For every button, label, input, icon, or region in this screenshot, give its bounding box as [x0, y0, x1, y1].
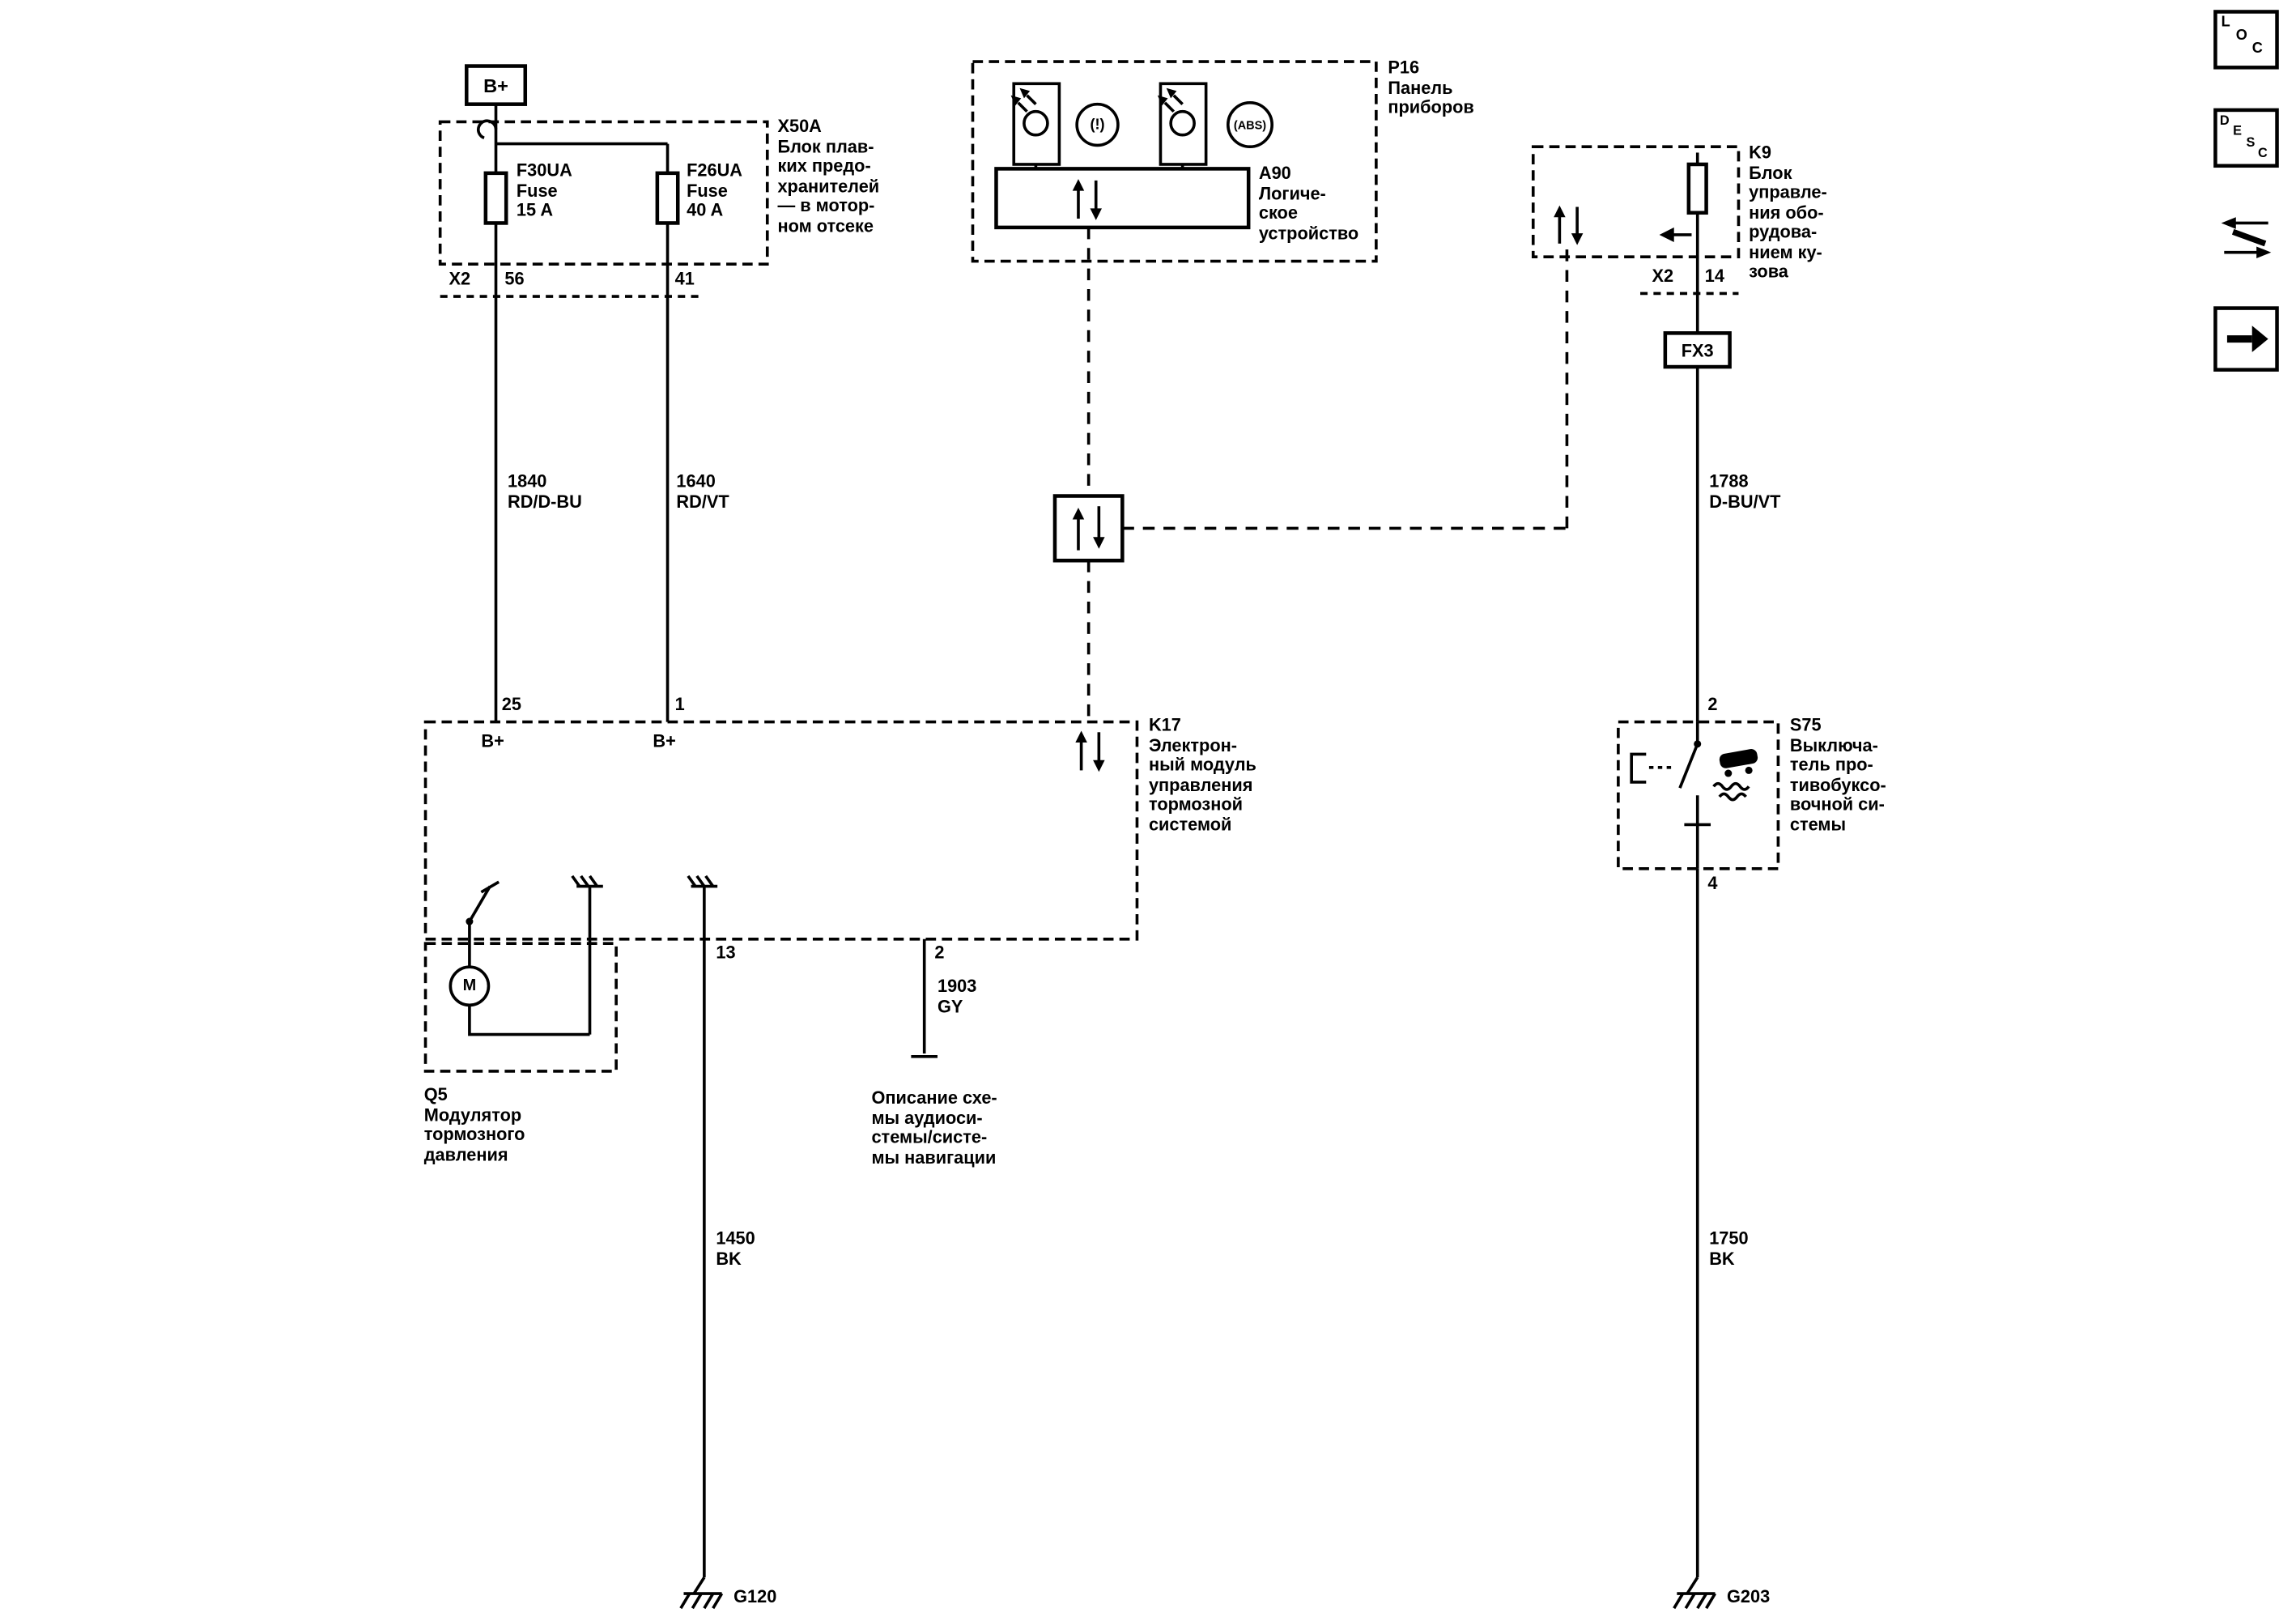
- g120-label: G120: [733, 1585, 777, 1607]
- serial-data-junction-box: [1052, 494, 1125, 563]
- internal-ground-icon: [687, 874, 718, 888]
- fuse-f30ua-label: F30UA Fuse 15 A: [516, 160, 572, 220]
- nav-loc-letter[interactable]: C: [2251, 40, 2263, 57]
- serial-data-link-lines: [1086, 227, 1569, 722]
- wrench-icon: [2231, 228, 2267, 247]
- brake-warning-circle-icon: [1075, 102, 1120, 147]
- k9-fusible-element-icon: [1686, 162, 1708, 215]
- wire-1840-label: 1840 RD/D-BU: [508, 470, 582, 512]
- nav-desc-button[interactable]: [2213, 108, 2279, 168]
- brake-warning-symbol: (!): [1090, 117, 1105, 134]
- pressure-switch-icon: [466, 880, 500, 926]
- p16-instrument-panel-box: [971, 60, 1378, 263]
- k9-bcm-box: [1531, 145, 1741, 334]
- ground-g120-icon: [679, 1577, 724, 1610]
- a90-label: A90 Логиче- ское устройство: [1258, 163, 1359, 243]
- internal-ground-icon: [571, 874, 603, 888]
- terminal-hook-icon: [476, 119, 498, 140]
- k9-connector-x2-label: X2: [1652, 266, 1674, 287]
- k17-ebcm-box: [423, 720, 1139, 941]
- pin-13-label: 13: [716, 942, 736, 963]
- pin-14-label: 14: [1704, 266, 1724, 287]
- brake-lamp-housing: [1012, 82, 1061, 166]
- signal-direction-arrow-icon: [1659, 227, 1692, 243]
- nav-desc-letter[interactable]: D: [2219, 113, 2230, 128]
- lamp-emission-arrows-icon: [1010, 87, 1184, 113]
- nav-desc-letter[interactable]: E: [2233, 123, 2243, 138]
- abs-warning-symbol: (ABS): [1233, 117, 1267, 132]
- x50a-fuse-block-box: [438, 120, 769, 298]
- pin-2-s75-label: 2: [1707, 694, 1718, 715]
- abs-warning-circle-icon: [1226, 101, 1273, 149]
- abs-bulb-icon: [1169, 109, 1196, 137]
- bplus-terminal-box: [465, 64, 528, 106]
- x50a-connector-x2-label: X2: [449, 268, 471, 290]
- nav-flip-button[interactable]: [2221, 217, 2272, 258]
- g203-label: G203: [1726, 1585, 1771, 1607]
- serial-data-arrows-icon: [1554, 205, 1584, 245]
- serial-data-arrows-icon: [1072, 506, 1105, 551]
- nav-forward-button[interactable]: [2213, 306, 2279, 372]
- nav-desc-letter[interactable]: C: [2257, 145, 2268, 160]
- wire-1450-label: 1450 BK: [716, 1228, 755, 1269]
- wire-1750-label: 1750 BK: [1709, 1228, 1749, 1269]
- audio-circuit-stub: [911, 938, 938, 1058]
- ground-g203-icon: [1673, 1577, 1717, 1610]
- traction-control-icon: [1712, 749, 1758, 802]
- brake-bulb-icon: [1023, 109, 1049, 137]
- nav-loc-button[interactable]: [2213, 10, 2279, 70]
- serial-data-arrows-icon: [1072, 179, 1102, 220]
- a90-logic-device-box: [994, 167, 1251, 230]
- pin-25-label: 25: [501, 694, 521, 715]
- bplus-pin1-label: B+: [653, 730, 676, 751]
- fuse-f30ua-icon: [483, 171, 508, 225]
- fuse-f26ua-icon: [655, 171, 680, 225]
- pin-41-label: 41: [674, 268, 695, 290]
- switch-detent-icon: [1630, 752, 1647, 784]
- switch-blade-icon: [1678, 743, 1699, 789]
- fuse-f26ua-label: F26UA Fuse 40 A: [687, 160, 743, 220]
- pin-56-label: 56: [504, 268, 525, 290]
- q5-label: Q5 Модулятор тормозного давления: [423, 1084, 525, 1164]
- nav-loc-letter[interactable]: O: [2235, 28, 2247, 45]
- k17-label: K17 Электрон- ный модуль управления торм…: [1148, 714, 1256, 835]
- bplus-label: B+: [483, 74, 508, 96]
- nav-loc-letter[interactable]: L: [2221, 15, 2230, 32]
- pin-4-label: 4: [1707, 873, 1718, 894]
- fx3-label: FX3: [1681, 339, 1714, 360]
- bplus-pin25-label: B+: [481, 730, 504, 751]
- wire-1903-label: 1903 GY: [937, 976, 977, 1016]
- wire-1640-label: 1640 RD/VT: [676, 470, 729, 512]
- nav-desc-letter[interactable]: S: [2246, 134, 2256, 150]
- wire-1788-label: 1788 D-BU/VT: [1709, 470, 1781, 512]
- audio-note: Описание схе- мы аудиоси- стемы/систе- м…: [871, 1087, 997, 1168]
- pin-1-label: 1: [674, 694, 685, 715]
- x50a-label: X50A Блок плав- ких предо- хранителей — …: [777, 116, 880, 236]
- k9-label: K9 Блок управле- ния обо- рудова- нием к…: [1749, 142, 1827, 282]
- serial-data-arrows-icon: [1075, 730, 1105, 772]
- abs-lamp-housing: [1159, 82, 1208, 166]
- pin-2-audio-label: 2: [934, 942, 945, 963]
- q5-modulator-box: [423, 886, 618, 1073]
- s75-switch-box: [1617, 720, 1780, 870]
- motor-label: M: [462, 977, 477, 995]
- wire-bplus-feed: [476, 104, 670, 722]
- p16-label: P16 Панель приборов: [1388, 57, 1474, 117]
- s75-label: S75 Выключа- тель про- тивобуксо- вочной…: [1789, 714, 1886, 835]
